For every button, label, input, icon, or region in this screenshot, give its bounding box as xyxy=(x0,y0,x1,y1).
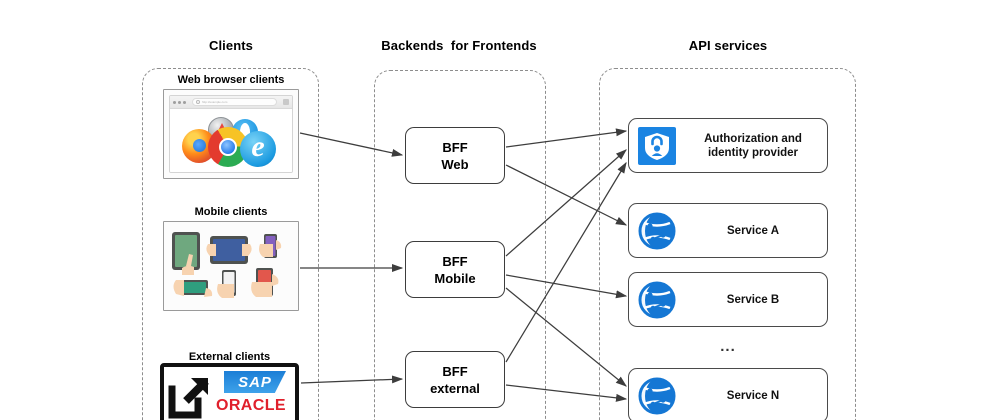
client-group-mobile-label: Mobile clients xyxy=(194,206,268,218)
api-ellipsis: ... xyxy=(720,338,736,355)
column-title-api: API services xyxy=(688,38,768,53)
globe-network-icon xyxy=(638,212,676,249)
lane-clients xyxy=(142,68,319,420)
client-group-mobile[interactable]: Mobile clients xyxy=(163,206,299,311)
browser-dot-3 xyxy=(183,100,186,104)
bff-mobile-node[interactable]: BFF Mobile xyxy=(405,241,505,298)
browser-menu-icon[interactable] xyxy=(283,99,289,105)
api-node-service-a-label: Service A xyxy=(727,224,779,237)
mobile-devices-icon xyxy=(172,232,282,298)
browser-dot-2 xyxy=(178,100,181,104)
client-group-external[interactable]: External clients SAP ORACLE xyxy=(160,351,299,420)
oracle-logo: ORACLE xyxy=(216,397,286,414)
browser-url-text: http://example.com xyxy=(202,100,228,104)
browser-window-icon: http://example.com xyxy=(169,95,293,173)
browser-dot-1 xyxy=(173,100,176,104)
api-node-service-b[interactable]: Service B xyxy=(628,272,828,327)
internet-explorer-logo xyxy=(240,129,276,167)
api-icon-slot xyxy=(629,126,685,165)
external-link-icon xyxy=(168,378,209,419)
api-node-service-b-label: Service B xyxy=(726,293,780,306)
column-title-clients: Clients xyxy=(208,38,254,53)
browser-content-area xyxy=(170,109,292,172)
client-group-external-label: External clients xyxy=(188,351,271,363)
shield-lock-icon xyxy=(638,126,676,165)
column-title-bff: Backends for Frontends xyxy=(381,38,537,53)
bff-web-node[interactable]: BFF Web xyxy=(405,127,505,184)
globe-network-icon xyxy=(638,281,676,318)
api-icon-slot xyxy=(629,377,685,415)
api-node-service-n[interactable]: Service N xyxy=(628,368,828,420)
api-node-service-a[interactable]: Service A xyxy=(628,203,828,258)
api-node-service-n-label: Service N xyxy=(726,389,780,402)
browser-url-bar[interactable]: http://example.com xyxy=(192,98,277,106)
api-node-authorization-label: Authorization and identity provider xyxy=(704,132,802,159)
browser-lock-icon xyxy=(196,100,200,104)
client-group-web-label: Web browser clients xyxy=(177,74,285,86)
api-node-authorization[interactable]: Authorization and identity provider xyxy=(628,118,828,173)
api-icon-slot xyxy=(629,281,685,319)
client-group-web-browser[interactable]: Web browser clients http://example.com xyxy=(163,74,299,179)
globe-network-icon xyxy=(638,377,676,414)
bff-external-node[interactable]: BFF external xyxy=(405,351,505,408)
sap-logo: SAP xyxy=(224,371,286,393)
browser-toolbar: http://example.com xyxy=(170,96,292,109)
api-icon-slot xyxy=(629,212,685,250)
